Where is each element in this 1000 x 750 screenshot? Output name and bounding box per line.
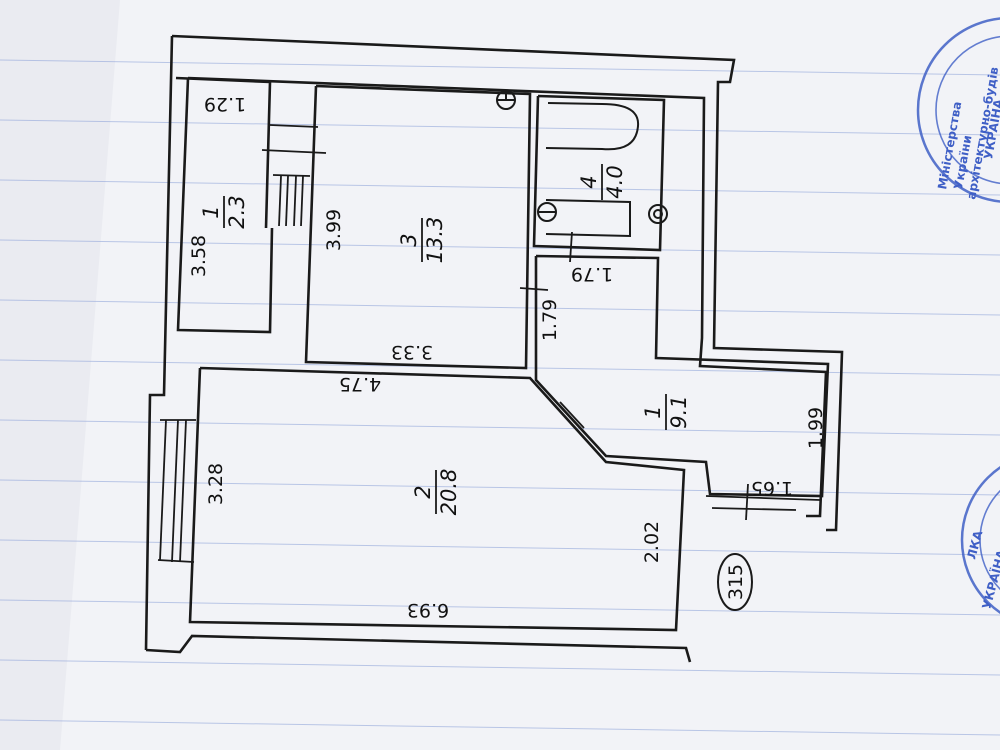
dim-hall-right: 1.99 — [805, 407, 827, 449]
room-label-hall: 1 9.1 — [641, 394, 691, 430]
dim-bath-bottom: 1.79 — [571, 263, 613, 285]
dim-living-bottom: 6.93 — [407, 599, 449, 621]
room-area: 4.0 — [603, 165, 627, 198]
room-area: 9.1 — [667, 395, 691, 428]
room-label-balcony: 1 2.3 — [199, 195, 249, 228]
dim-room3-bottom: 3.33 — [391, 341, 433, 363]
outer-walls — [144, 34, 844, 663]
room-number: 1 — [641, 405, 665, 418]
bedroom-room — [304, 84, 532, 370]
dim-living-right: 2.02 — [641, 521, 663, 563]
bathroom-room — [532, 94, 668, 263]
dim-living-side: 3.28 — [205, 463, 227, 505]
apartment-number: 315 — [725, 564, 747, 600]
dim-balcony-top: 1.29 — [204, 93, 246, 115]
room-area: 20.8 — [437, 469, 461, 516]
dim-entry-bottom: 1.65 — [751, 477, 793, 499]
living-window — [157, 419, 196, 563]
room-number: 2 — [411, 485, 435, 498]
dim-balcony-side: 3.58 — [188, 235, 210, 277]
hall-room — [519, 254, 830, 521]
room-label-living: 2 20.8 — [411, 469, 461, 516]
room-number: 1 — [199, 205, 223, 218]
dim-room3-side: 3.99 — [323, 209, 345, 251]
room-number: 3 — [397, 233, 421, 246]
dim-living-top: 4.75 — [339, 373, 381, 395]
room-label-bathroom: 4 4.0 — [577, 164, 627, 200]
balcony-room — [175, 76, 327, 229]
room-label-bedroom: 3 13.3 — [397, 217, 447, 264]
dim-hall-side: 1.79 — [539, 299, 561, 341]
paper-shadow — [0, 0, 120, 750]
room-number: 4 — [577, 175, 601, 188]
apartment-number-badge: 315 — [717, 553, 753, 611]
stamp-bottom-right: УКРАЇНА ЛКА — [960, 466, 1000, 614]
dimension-labels: 1.29 3.58 3.99 3.33 1.79 1.79 4.75 3.28 … — [188, 93, 827, 621]
room-area: 2.3 — [225, 195, 249, 228]
room-area: 13.3 — [423, 217, 447, 264]
